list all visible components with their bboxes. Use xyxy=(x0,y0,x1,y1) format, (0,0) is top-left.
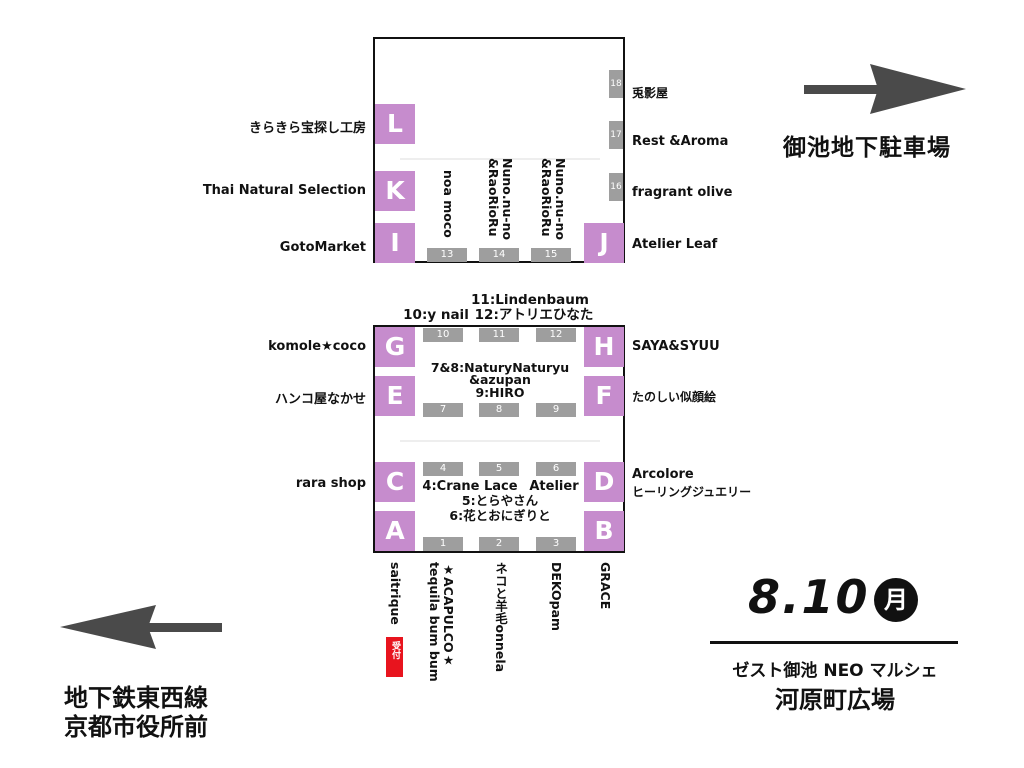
booth-a-label: saitrique xyxy=(388,562,403,625)
booth-d[interactable]: D xyxy=(584,462,624,502)
booth-h[interactable]: H xyxy=(584,327,624,367)
west-destination-line1: 地下鉄東西線 xyxy=(64,684,208,712)
stall-15[interactable]: 15 xyxy=(531,248,571,262)
booth-i[interactable]: I xyxy=(375,223,415,263)
reception-label: 受付 xyxy=(390,641,400,659)
stall-2-label: ネコと羊毛onnela xyxy=(493,562,508,673)
event-venue: 河原町広場 xyxy=(775,686,895,714)
booth-f[interactable]: F xyxy=(584,376,624,416)
stall-13-label: noa moco xyxy=(441,170,456,238)
booth-e[interactable]: E xyxy=(375,376,415,416)
stall-3[interactable]: 3 xyxy=(536,537,576,551)
stall-11[interactable]: 11 xyxy=(479,328,519,342)
booth-d-label-line1: Arcolore xyxy=(632,467,694,482)
weekday-label: 月 xyxy=(884,586,908,614)
stall-12-label: 12:アトリエひなた xyxy=(474,307,594,323)
stall-6-owner-label: Atelier xyxy=(529,479,579,494)
stall-10[interactable]: 10 xyxy=(423,328,463,342)
stall-7-8-label-line2: &azupan xyxy=(469,372,531,387)
south-block-frame xyxy=(373,325,625,553)
event-name: ゼスト御池 NEO マルシェ xyxy=(732,661,938,681)
booth-g-label: komole★coco xyxy=(268,339,366,354)
booth-i-label: GotoMarket xyxy=(279,240,366,255)
event-date: 8.10 xyxy=(748,570,870,624)
booth-b[interactable]: B xyxy=(584,511,624,551)
stall-1-label-line2: tequila bum bum xyxy=(427,562,442,682)
stall-10-label: 10:y nail xyxy=(403,307,469,323)
stall-9[interactable]: 9 xyxy=(536,403,576,417)
booth-g[interactable]: G xyxy=(375,327,415,367)
stall-13[interactable]: 13 xyxy=(427,248,467,262)
stall-15-label-line1: Nuno.nu-no xyxy=(553,158,568,241)
weekday-badge: 月 xyxy=(874,578,918,622)
booth-k-label: Thai Natural Selection xyxy=(202,183,366,198)
stall-14-label-line2: &RaoRioRu xyxy=(486,158,501,237)
stall-5-label: 5:とらやさん xyxy=(461,493,539,508)
stall-7-8-label: 7&8:NaturyNaturyu xyxy=(430,360,570,375)
stall-14[interactable]: 14 xyxy=(479,248,519,262)
booth-d-label-line2: ヒーリングジュエリー xyxy=(632,485,752,499)
north-block-frame xyxy=(373,37,625,263)
booth-h-label: SAYA&SYUU xyxy=(632,339,720,354)
north-guide-line xyxy=(400,158,600,160)
stall-6[interactable]: 6 xyxy=(536,462,576,476)
stall-16[interactable]: 16 xyxy=(609,173,623,201)
stall-5[interactable]: 5 xyxy=(479,462,519,476)
booth-c[interactable]: C xyxy=(375,462,415,502)
stall-9-label: 9:HIRO xyxy=(475,385,525,400)
stall-11-label: 11:Lindenbaum xyxy=(471,292,589,308)
stall-6-label: 6:花とおにぎりと xyxy=(449,508,551,523)
south-guide-line xyxy=(400,440,600,442)
booth-b-label: GRACE xyxy=(598,562,613,610)
stall-15-label-line2: &RaoRioRu xyxy=(539,158,554,237)
west-destination-line2: 京都市役所前 xyxy=(64,713,208,741)
booth-j-label: Atelier Leaf xyxy=(632,237,718,252)
stall-18[interactable]: 18 xyxy=(609,70,623,98)
booth-e-label: ハンコ屋なかせ xyxy=(274,392,366,407)
stall-1[interactable]: 1 xyxy=(423,537,463,551)
booth-k[interactable]: K xyxy=(375,171,415,211)
west-arrow-icon xyxy=(60,605,222,649)
reception-badge: 受付 xyxy=(386,637,403,677)
booth-f-label: たのしい似顔絵 xyxy=(632,390,717,404)
booth-j[interactable]: J xyxy=(584,223,624,263)
stall-14-label-line1: Nuno.nu-no xyxy=(500,158,515,241)
stall-17-label: Rest &Aroma xyxy=(632,134,729,149)
stall-16-label: fragrant olive xyxy=(632,185,733,200)
stall-7[interactable]: 7 xyxy=(423,403,463,417)
stall-12[interactable]: 12 xyxy=(536,328,576,342)
stall-4-label: 4:Crane Lace xyxy=(422,479,518,494)
booth-l-label: きらきら宝探し工房 xyxy=(248,121,366,136)
east-arrow-icon xyxy=(804,64,966,114)
stall-18-label: 兎影屋 xyxy=(632,86,669,100)
stall-3-label: DEKOpam xyxy=(549,562,564,632)
stall-17[interactable]: 17 xyxy=(609,121,623,149)
stall-8[interactable]: 8 xyxy=(479,403,519,417)
event-divider xyxy=(710,641,958,644)
booth-a[interactable]: A xyxy=(375,511,415,551)
stall-1-label-line1: ★ACAPULCO★ xyxy=(441,562,456,668)
stall-4[interactable]: 4 xyxy=(423,462,463,476)
east-destination: 御池地下駐車場 xyxy=(783,135,951,161)
stall-2[interactable]: 2 xyxy=(479,537,519,551)
booth-c-label: rara shop xyxy=(295,476,366,491)
booth-l[interactable]: L xyxy=(375,104,415,144)
